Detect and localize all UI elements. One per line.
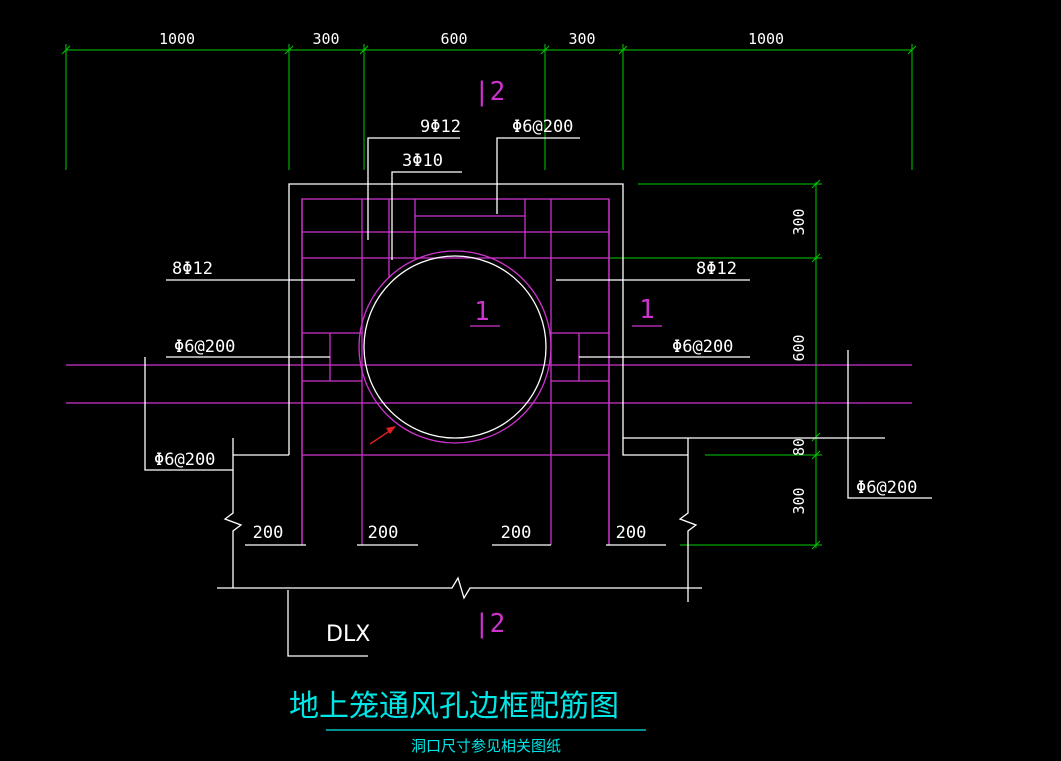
- dimension-tick: [811, 179, 821, 189]
- leader-top-stirrup: [496, 137, 580, 214]
- section-bar: |: [474, 609, 490, 639]
- dimension-tick: [811, 540, 821, 550]
- rebar-ring: [358, 250, 552, 444]
- bottom-dim-label: 200: [616, 523, 647, 543]
- label-top-stirrup: Φ6@200: [512, 117, 573, 137]
- label-left-main: 8Φ12: [172, 259, 213, 279]
- dimension-tick: [811, 253, 821, 263]
- right-dim-label: 600: [790, 334, 808, 361]
- dimension-tick: [540, 45, 550, 55]
- dlx-leader: [287, 590, 368, 657]
- section-mark-bottom: |2: [474, 609, 505, 639]
- pointer-arrow-head: [386, 426, 396, 434]
- vent-hole: [363, 255, 547, 439]
- right-dim-label: 80: [790, 438, 808, 456]
- foundation-right: [678, 438, 698, 602]
- leader-bottom-left-stirrup: [144, 357, 233, 471]
- bottom-dimension-labels: 200 200 200 200: [253, 523, 647, 543]
- rebar-grid: [66, 198, 912, 545]
- label-right-main: 8Φ12: [696, 259, 737, 279]
- section-number: 2: [490, 77, 506, 107]
- pointer-arrow: [369, 426, 396, 445]
- title-block: 地上笼通风孔边框配筋图 洞口尺寸参见相关图纸: [289, 689, 646, 755]
- dimension-tick: [618, 45, 628, 55]
- top-dim-label: 1000: [748, 30, 784, 48]
- foundation-label: DLX: [326, 622, 370, 647]
- right-dimension-labels: 300 600 80 300: [790, 208, 808, 514]
- drawing-subtitle: 洞口尺寸参见相关图纸: [411, 737, 561, 755]
- rebar-labels: 9Φ12 3Φ10 Φ6@200 8Φ12 8Φ12 Φ6@200 Φ6@200…: [154, 117, 917, 498]
- label-left-stirrup: Φ6@200: [174, 337, 235, 357]
- label-bottom-right-stirrup: Φ6@200: [856, 478, 917, 498]
- right-dim-label: 300: [790, 208, 808, 235]
- drawing-title: 地上笼通风孔边框配筋图: [289, 689, 619, 724]
- label-top-secondary: 3Φ10: [402, 151, 443, 171]
- dimension-tick: [811, 432, 821, 442]
- section-bar: |: [474, 77, 490, 107]
- rebar-outer-cage: [301, 198, 610, 456]
- foundation-bottom: [217, 576, 702, 600]
- dimension-tick: [907, 45, 917, 55]
- bottom-dim-label: 200: [501, 523, 532, 543]
- top-dimension-labels: 1000 300 600 300 1000: [159, 30, 784, 48]
- label-right-stirrup: Φ6@200: [672, 337, 733, 357]
- right-dim-label: 300: [790, 487, 808, 514]
- leader-top-main: [367, 137, 460, 240]
- top-dim-label: 300: [312, 30, 339, 48]
- label-top-main: 9Φ12: [420, 117, 461, 137]
- section-marks: |2 |2 1 1: [470, 77, 662, 639]
- bottom-dim-label: 200: [253, 523, 284, 543]
- frame-outline: [288, 183, 688, 456]
- top-dim-label: 600: [440, 30, 467, 48]
- top-dim-label: 300: [568, 30, 595, 48]
- top-dimension-group: [61, 44, 917, 170]
- dimension-tick: [284, 45, 294, 55]
- bottom-dim-label: 200: [368, 523, 399, 543]
- leader-bottom-right-stirrup: [847, 350, 932, 499]
- foundation-left: [223, 438, 243, 588]
- section-number: 2: [490, 609, 506, 639]
- section-mark-top: |2: [474, 77, 505, 107]
- concrete-outline: [144, 137, 932, 657]
- dimension-tick: [359, 45, 369, 55]
- label-bottom-left-stirrup: Φ6@200: [154, 450, 215, 470]
- leader-top-secondary: [391, 171, 462, 260]
- section-mark-right: 1: [639, 295, 655, 325]
- dimension-tick: [61, 45, 71, 55]
- dimension-tick: [811, 450, 821, 460]
- section-mark-center: 1: [474, 297, 490, 327]
- top-dim-label: 1000: [159, 30, 195, 48]
